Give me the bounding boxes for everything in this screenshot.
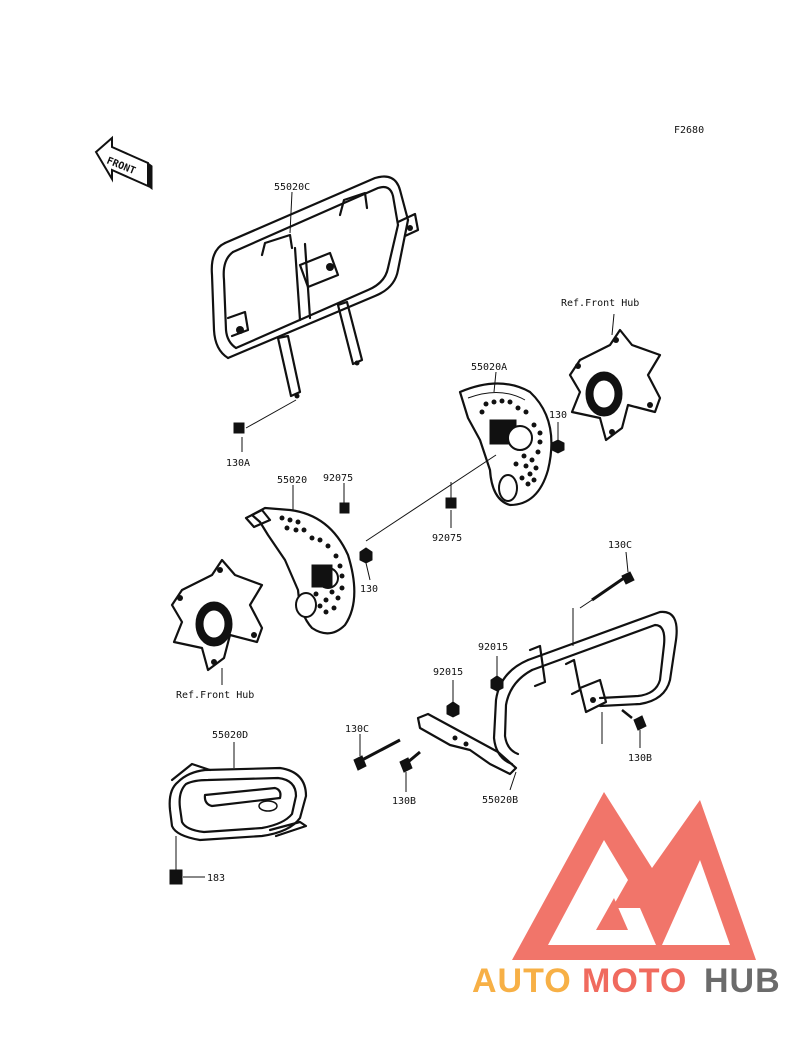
label-55020D: 55020D bbox=[212, 730, 248, 741]
label-130-right: 130 bbox=[549, 410, 567, 421]
guard-55020B: 55020B bbox=[416, 608, 678, 806]
label-ref-front-hub-top: Ref.Front Hub bbox=[561, 298, 639, 309]
bolt-130B-mid: 130B bbox=[392, 750, 421, 807]
bolt-130C-left: 130C bbox=[345, 724, 401, 771]
label-92075-mid: 92075 bbox=[432, 533, 462, 544]
front-hub-left: Ref.Front Hub bbox=[170, 558, 264, 701]
disc-guard-55020: 55020 bbox=[244, 475, 356, 635]
nut-130-right: 130 bbox=[549, 410, 567, 454]
nut-130-mid: 130 bbox=[359, 547, 378, 595]
label-55020: 55020 bbox=[277, 475, 307, 486]
label-130A: 130A bbox=[226, 458, 250, 469]
label-92075-left: 92075 bbox=[323, 473, 353, 484]
label-92015-right: 92015 bbox=[478, 642, 508, 653]
label-130-mid: 130 bbox=[360, 584, 378, 595]
label-130C-top: 130C bbox=[608, 540, 632, 551]
nut-92015-mid: 92015 bbox=[433, 667, 463, 718]
label-183: 183 bbox=[207, 873, 225, 884]
label-92015-mid: 92015 bbox=[433, 667, 463, 678]
watermark-auto: AUTO bbox=[472, 962, 572, 1000]
disc-guard-55020A: 55020A bbox=[458, 362, 553, 507]
front-hub-right: Ref.Front Hub bbox=[561, 298, 662, 442]
label-55020C: 55020C bbox=[274, 182, 310, 193]
label-55020A: 55020A bbox=[471, 362, 507, 373]
label-ref-front-hub-bottom: Ref.Front Hub bbox=[176, 690, 254, 701]
collar-92075-mid: 92075 bbox=[432, 482, 462, 544]
label-130C-left: 130C bbox=[345, 724, 369, 735]
bolt-130C-top: 130C bbox=[579, 540, 635, 609]
label-55020B: 55020B bbox=[482, 795, 518, 806]
bolt-130B-right: 130B bbox=[621, 709, 652, 764]
watermark-moto: MOTO bbox=[582, 962, 687, 1000]
figure-code: F2680 bbox=[674, 125, 704, 136]
bolt-183: 183 bbox=[169, 836, 225, 885]
front-arrow-icon: FRONT bbox=[94, 135, 153, 190]
automotohub-logo-icon bbox=[512, 792, 756, 960]
label-130B-right: 130B bbox=[628, 753, 652, 764]
collar-92075-left: 92075 bbox=[323, 473, 353, 514]
mount-line bbox=[365, 454, 497, 542]
watermark-text: AUTO MOTO HUB bbox=[472, 962, 781, 1000]
label-130B-mid: 130B bbox=[392, 796, 416, 807]
guard-55020C: 55020C bbox=[210, 175, 420, 399]
nut-92015-right: 92015 bbox=[478, 642, 508, 692]
watermark-hub: HUB bbox=[704, 962, 781, 1000]
bolt-130A: 130A bbox=[226, 399, 297, 469]
guard-55020D: 55020D bbox=[168, 730, 308, 842]
